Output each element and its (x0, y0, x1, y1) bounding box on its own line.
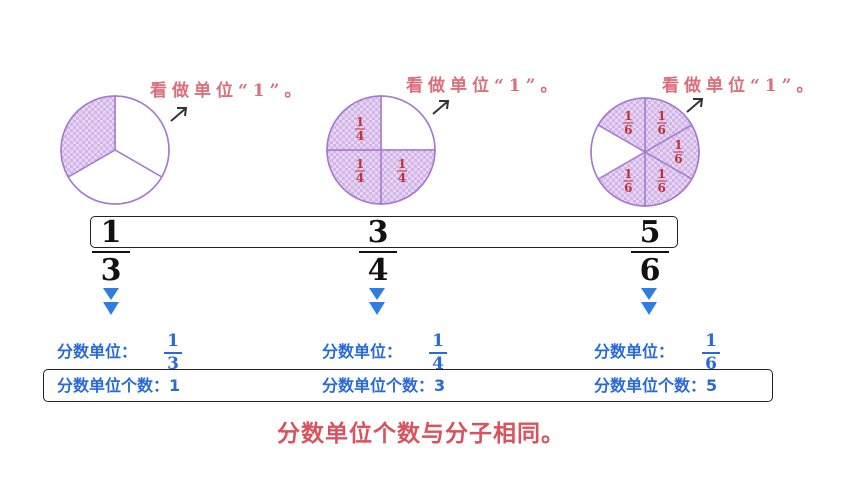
fraction-numerator: 1 (100, 215, 122, 250)
svg-text:1: 1 (658, 167, 666, 181)
svg-text:6: 6 (624, 181, 632, 195)
unit-numerator: 1 (167, 331, 179, 351)
unit-label-2: 分数单位： (322, 342, 403, 361)
svg-text:6: 6 (674, 152, 682, 166)
count-label-3: 分数单位个数：5 (594, 376, 718, 395)
pie-thirds (60, 95, 170, 205)
svg-text:1: 1 (624, 109, 632, 123)
fraction-bar (429, 352, 447, 354)
svg-text:6: 6 (658, 181, 666, 195)
pie-outline (60, 95, 170, 205)
unit-label-3: 分数单位： (594, 342, 675, 361)
svg-text:1: 1 (658, 109, 666, 123)
pointer-arrow-icon-2 (432, 100, 450, 115)
unit-denominator: 3 (167, 353, 179, 374)
down-arrow-icon-2 (369, 288, 385, 315)
svg-text:1: 1 (356, 115, 364, 129)
note-label-2: 看做单位“1”。 (406, 76, 563, 96)
unit-label-1: 分数单位： (57, 342, 138, 361)
fraction-denominator: 4 (367, 253, 389, 288)
svg-text:6: 6 (658, 123, 666, 137)
svg-text:4: 4 (356, 171, 364, 185)
pointer-arrow-icon-3 (686, 98, 704, 113)
fraction-bar (631, 251, 669, 253)
svg-text:1: 1 (674, 138, 682, 152)
down-arrow-icon-3 (641, 288, 657, 315)
unit-denominator: 6 (705, 353, 717, 374)
slice-fraction-label: 16 (656, 109, 667, 137)
svg-text:4: 4 (356, 129, 364, 143)
fraction-denominator: 6 (639, 253, 661, 288)
unit-numerator: 1 (432, 331, 444, 351)
slice-fraction-label: 16 (623, 167, 634, 195)
unit-fraction-1: 1 3 (163, 333, 183, 373)
unit-numerator: 1 (705, 331, 717, 351)
fraction-bar (702, 352, 720, 354)
fraction-row-box (90, 216, 678, 248)
fraction-numerator: 3 (367, 215, 389, 250)
unit-fraction-2: 1 4 (428, 333, 448, 373)
slice-fraction-label: 14 (354, 115, 365, 143)
note-label-1: 看做单位“1”。 (150, 81, 307, 101)
slice-fraction-label: 16 (656, 167, 667, 195)
fraction-bar (92, 251, 130, 253)
fraction-bar (164, 352, 182, 354)
svg-text:1: 1 (398, 157, 406, 171)
count-label-2: 分数单位个数：3 (322, 376, 446, 395)
pointer-arrow-icon-1 (170, 107, 188, 122)
unit-denominator: 4 (432, 353, 444, 374)
slice-fraction-label: 14 (354, 157, 365, 185)
fraction-numerator: 5 (639, 215, 661, 250)
fraction-five-sixths: 5 6 (627, 218, 673, 286)
down-arrow-icon-1 (103, 288, 119, 315)
unit-fraction-3: 1 6 (701, 333, 721, 373)
svg-text:1: 1 (624, 167, 632, 181)
slice-fraction-label: 16 (673, 138, 684, 166)
fraction-bar (359, 251, 397, 253)
slice-fraction-label: 16 (623, 109, 634, 137)
pie-outline (326, 95, 436, 205)
count-row-box (43, 369, 773, 402)
fraction-one-third: 1 3 (88, 218, 134, 286)
conclusion-text: 分数单位个数与分子相同。 (277, 421, 565, 447)
fraction-three-quarters: 3 4 (355, 218, 401, 286)
count-label-1: 分数单位个数：1 (57, 376, 181, 395)
svg-text:4: 4 (398, 171, 406, 185)
note-label-3: 看做单位“1”。 (662, 76, 819, 96)
slice-fraction-label: 14 (397, 157, 408, 185)
pie-outline (590, 97, 700, 207)
svg-text:6: 6 (624, 123, 632, 137)
svg-text:1: 1 (356, 157, 364, 171)
fraction-denominator: 3 (100, 253, 122, 288)
